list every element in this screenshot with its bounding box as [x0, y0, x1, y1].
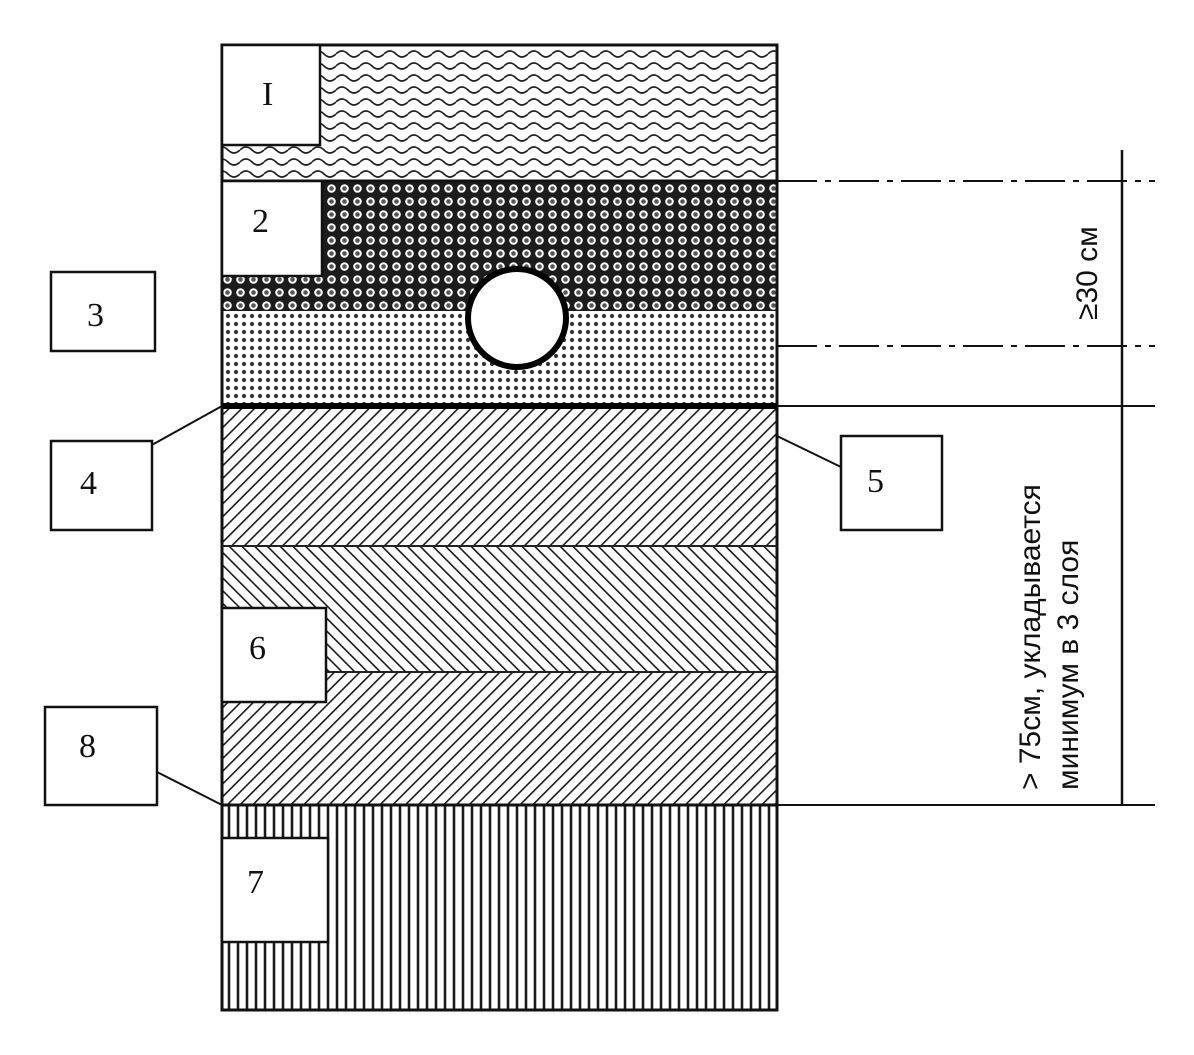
label-2-text: 2: [252, 203, 269, 240]
dim-text-lower-line2: минимум в 3 слоя: [1052, 540, 1085, 790]
column-frame: [220, 43, 779, 1012]
label-8-text: 8: [79, 728, 96, 765]
label-6-text: 6: [249, 630, 266, 667]
label-7: 7: [220, 836, 330, 944]
label-4-text: 4: [80, 465, 97, 502]
label-5-text: 5: [867, 463, 884, 500]
label-4: 4: [49, 439, 154, 532]
leader-4: [149, 405, 223, 447]
dim-text-lower-line1: > 75см, укладывается: [1014, 484, 1047, 790]
label-6: 6: [220, 606, 328, 704]
layer-6-upper-hatch: [222, 406, 777, 546]
label-1: I: [220, 43, 322, 147]
label-5: 5: [839, 434, 944, 532]
label-3-text: 3: [87, 297, 104, 334]
label-7-text: 7: [247, 864, 264, 901]
dim-text-upper: ≥30 см: [1071, 226, 1104, 320]
leader-8: [156, 771, 223, 806]
leader-5: [776, 435, 842, 468]
label-1-text: I: [262, 76, 273, 113]
label-8: 8: [43, 705, 159, 807]
label-2: 2: [220, 179, 324, 278]
pipe-circle: [465, 266, 569, 370]
label-3: 3: [49, 270, 157, 353]
